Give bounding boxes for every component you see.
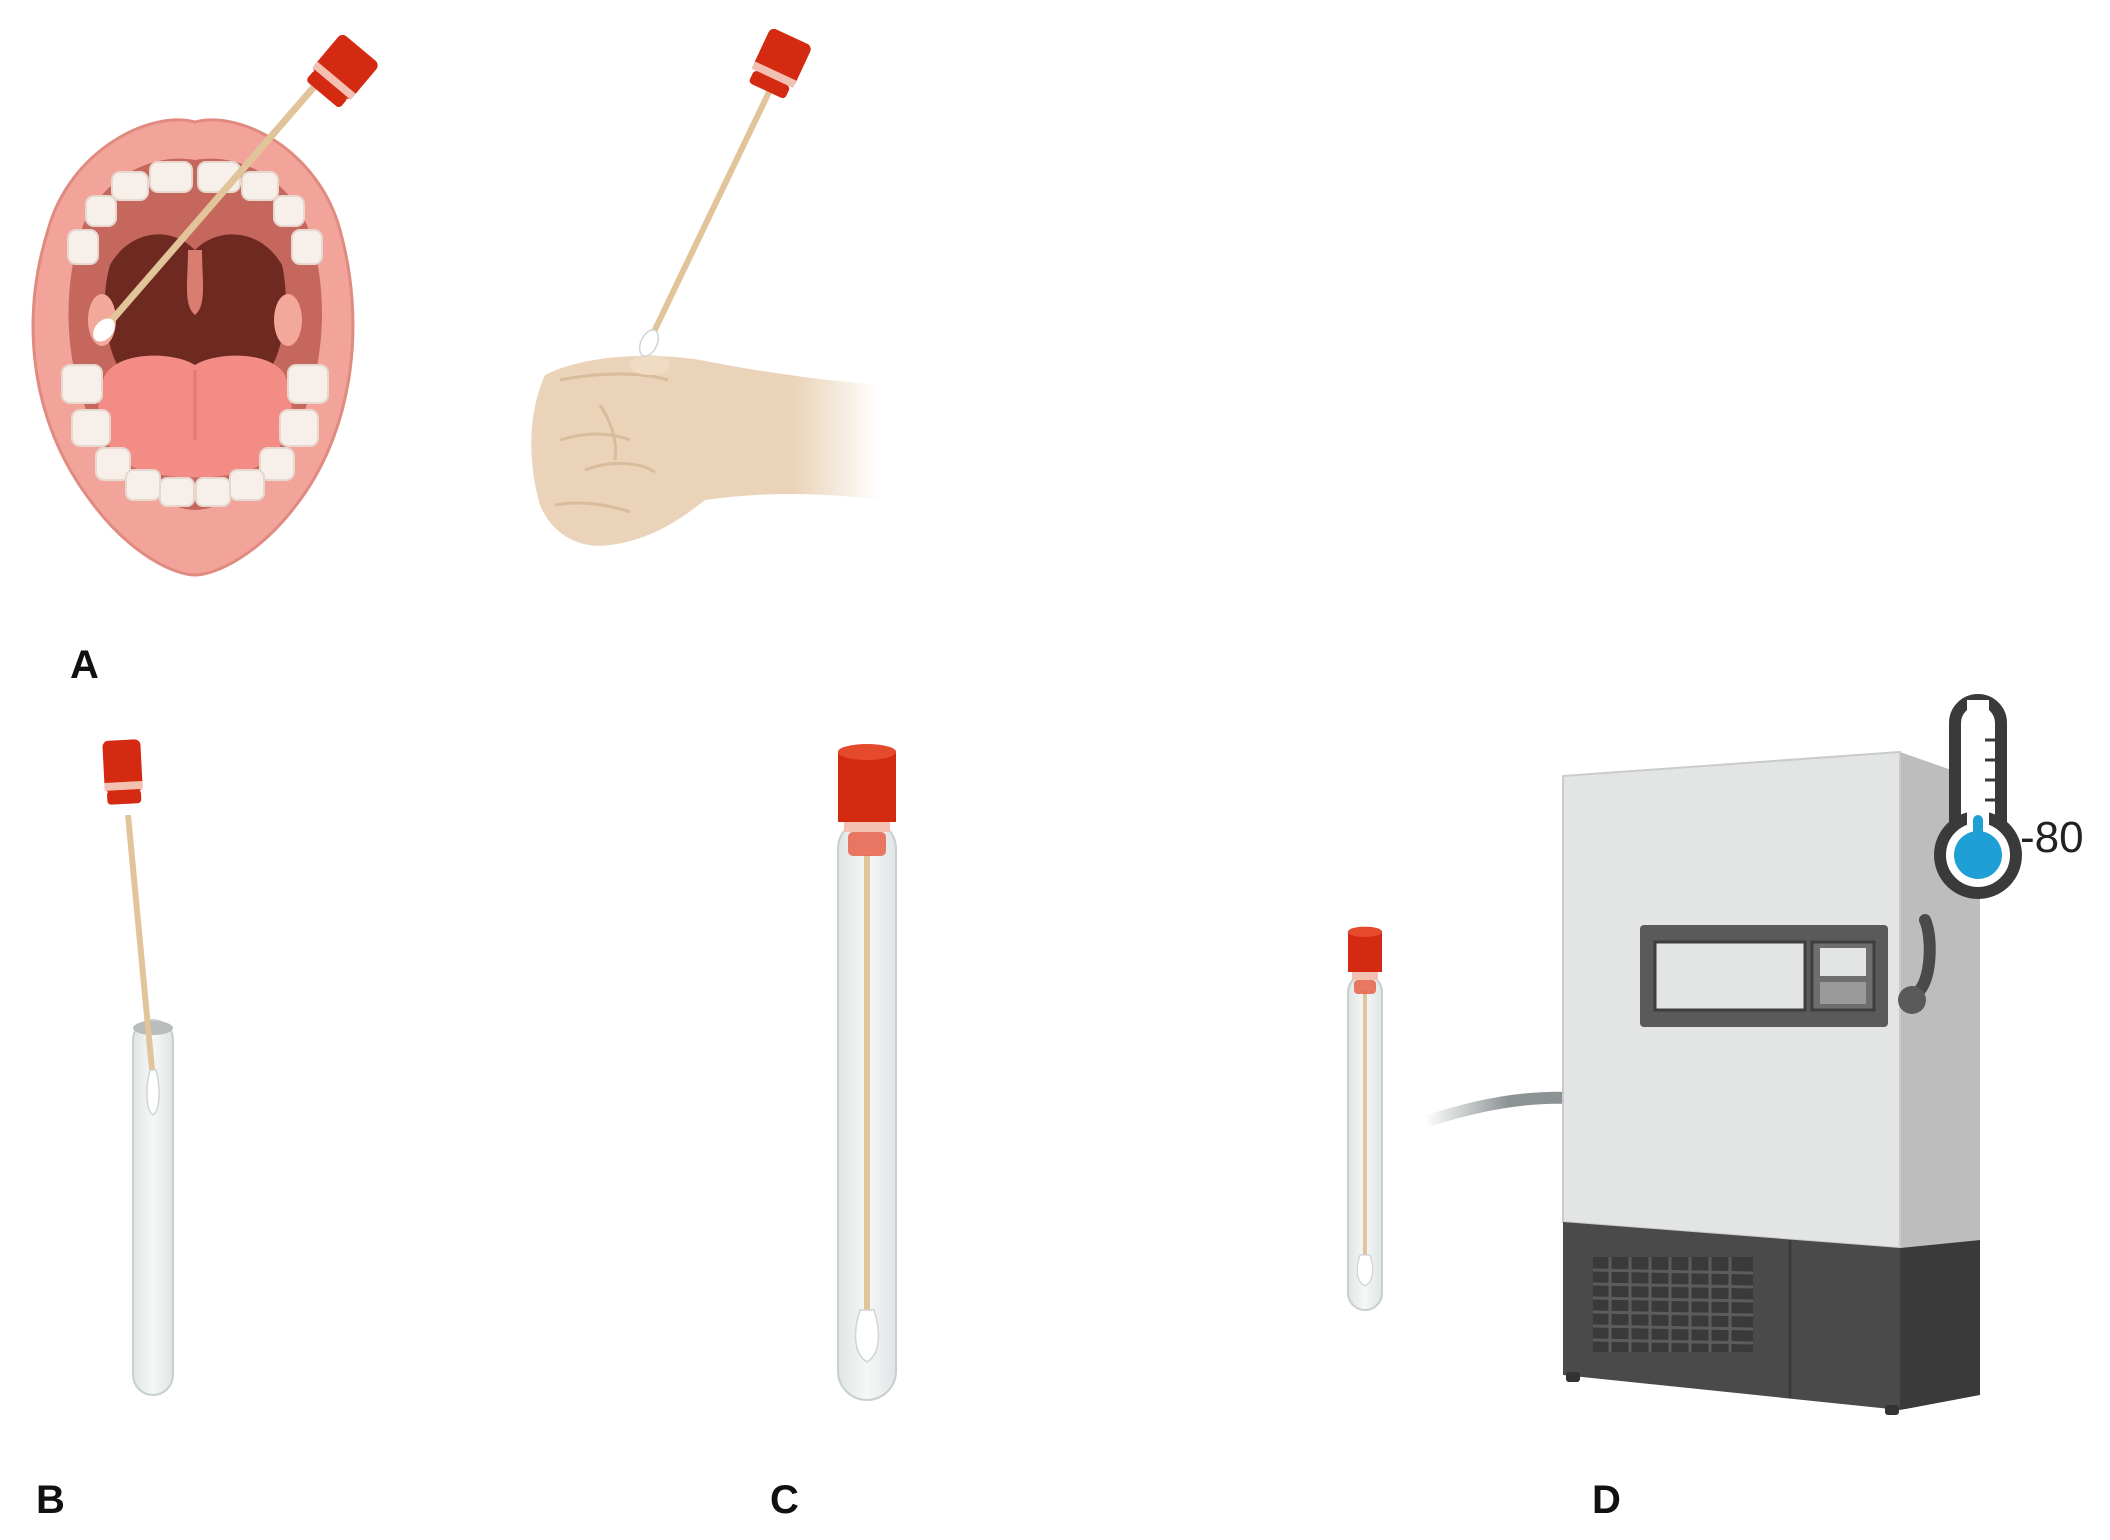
- sealed-tube-icon: [837, 744, 897, 1401]
- freezer-temperature-label: -80: [2020, 813, 2084, 862]
- panel-label-d: D: [1592, 1478, 1621, 1522]
- vent-grille: [1592, 1257, 1754, 1352]
- control-panel: [1640, 925, 1888, 1027]
- thermometer-icon: [1934, 694, 2022, 899]
- panel-label-c: C: [770, 1478, 799, 1522]
- panel-label-a: A: [70, 643, 99, 687]
- open-mouth-icon: [31, 118, 355, 577]
- ultra-low-freezer-icon: [1562, 750, 1980, 1415]
- swab-icon: [638, 28, 811, 357]
- swab-icon: [93, 34, 378, 342]
- door-handle: [1898, 914, 1936, 1014]
- panel-label-b: B: [36, 1478, 65, 1522]
- fist-icon: [531, 355, 880, 546]
- swab-in-tube-icon: [102, 739, 174, 1396]
- sealed-tube-icon: [1347, 926, 1383, 1311]
